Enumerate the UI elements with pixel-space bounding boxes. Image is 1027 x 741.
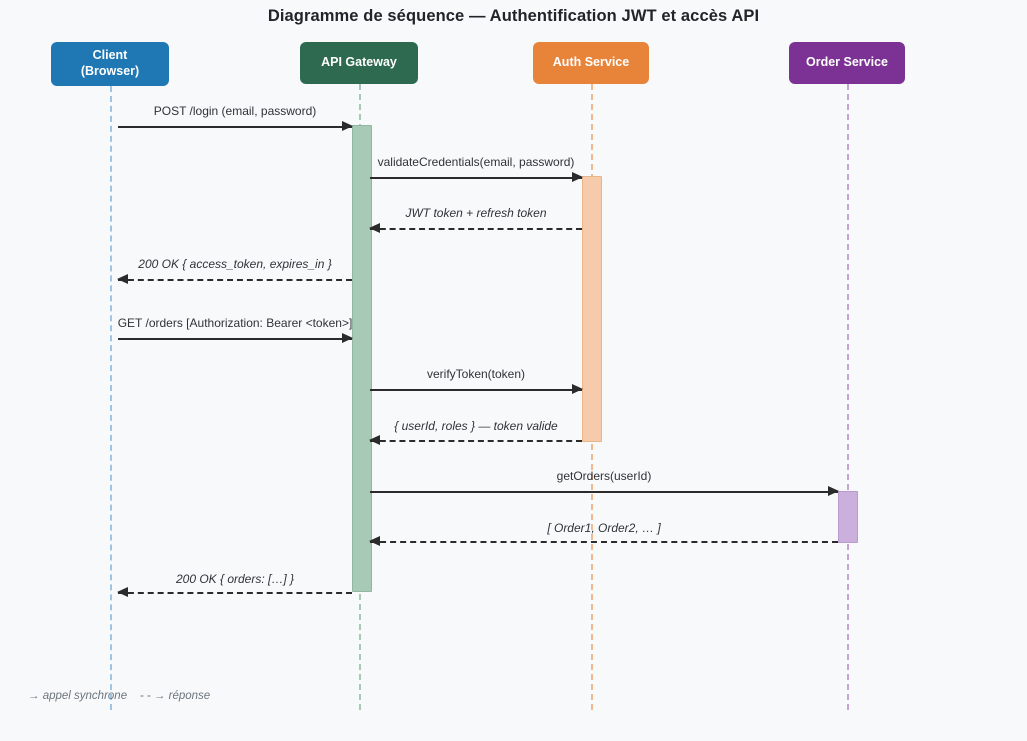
message-line xyxy=(118,592,352,594)
arrowhead-left-icon xyxy=(369,435,380,445)
message-label-validate-credentials: validateCredentials(email, password) xyxy=(377,155,575,169)
arrowhead-left-icon xyxy=(117,274,128,284)
activation-bar-order-service xyxy=(838,491,858,543)
participant-api-gateway[interactable]: API Gateway xyxy=(300,42,418,84)
participant-auth-service[interactable]: Auth Service xyxy=(533,42,649,84)
arrowhead-left-icon xyxy=(369,223,380,233)
arrowhead-right-icon xyxy=(342,333,353,343)
lifeline-order-service xyxy=(847,84,849,710)
message-line xyxy=(118,279,352,281)
participant-order-service[interactable]: Order Service xyxy=(789,42,905,84)
message-label-post-login: POST /login (email, password) xyxy=(153,104,317,118)
message-line xyxy=(118,126,352,128)
message-label-orders-list-return: [ Order1, Order2, … ] xyxy=(547,521,661,535)
arrowhead-right-icon xyxy=(342,121,353,131)
message-line xyxy=(118,338,352,340)
message-line xyxy=(370,389,582,391)
participant-label: API Gateway xyxy=(321,55,397,70)
message-line xyxy=(370,541,838,543)
message-label-jwt-token-return: JWT token + refresh token xyxy=(405,206,547,220)
activation-bar-api-gateway xyxy=(352,125,372,592)
message-label-verify-token: verifyToken(token) xyxy=(426,367,526,381)
message-label-orders-200-ok: 200 OK { orders: […] } xyxy=(175,572,295,586)
message-label-login-200-ok: 200 OK { access_token, expires_in } xyxy=(138,257,332,271)
message-label-get-orders-internal: getOrders(userId) xyxy=(556,469,652,483)
participant-label: Order Service xyxy=(806,55,888,70)
participant-client[interactable]: Client (Browser) xyxy=(51,42,169,86)
lifeline-client xyxy=(110,86,112,710)
message-line xyxy=(370,177,582,179)
message-line xyxy=(370,228,582,230)
legend: → appel synchrone - - → réponse xyxy=(28,690,211,702)
page-title: Diagramme de séquence — Authentification… xyxy=(267,7,760,25)
arrowhead-left-icon xyxy=(117,587,128,597)
message-label-token-valide-return: { userId, roles } — token valide xyxy=(394,419,558,433)
participant-label: Client (Browser) xyxy=(80,48,140,78)
message-line xyxy=(370,491,838,493)
activation-bar-auth-service xyxy=(582,176,602,442)
arrowhead-right-icon xyxy=(828,486,839,496)
arrowhead-left-icon xyxy=(369,536,380,546)
message-label-get-orders-request: GET /orders [Authorization: Bearer <toke… xyxy=(117,316,353,330)
arrowhead-right-icon xyxy=(572,172,583,182)
participant-label: Auth Service xyxy=(552,55,630,70)
arrowhead-right-icon xyxy=(572,384,583,394)
message-line xyxy=(370,440,582,442)
